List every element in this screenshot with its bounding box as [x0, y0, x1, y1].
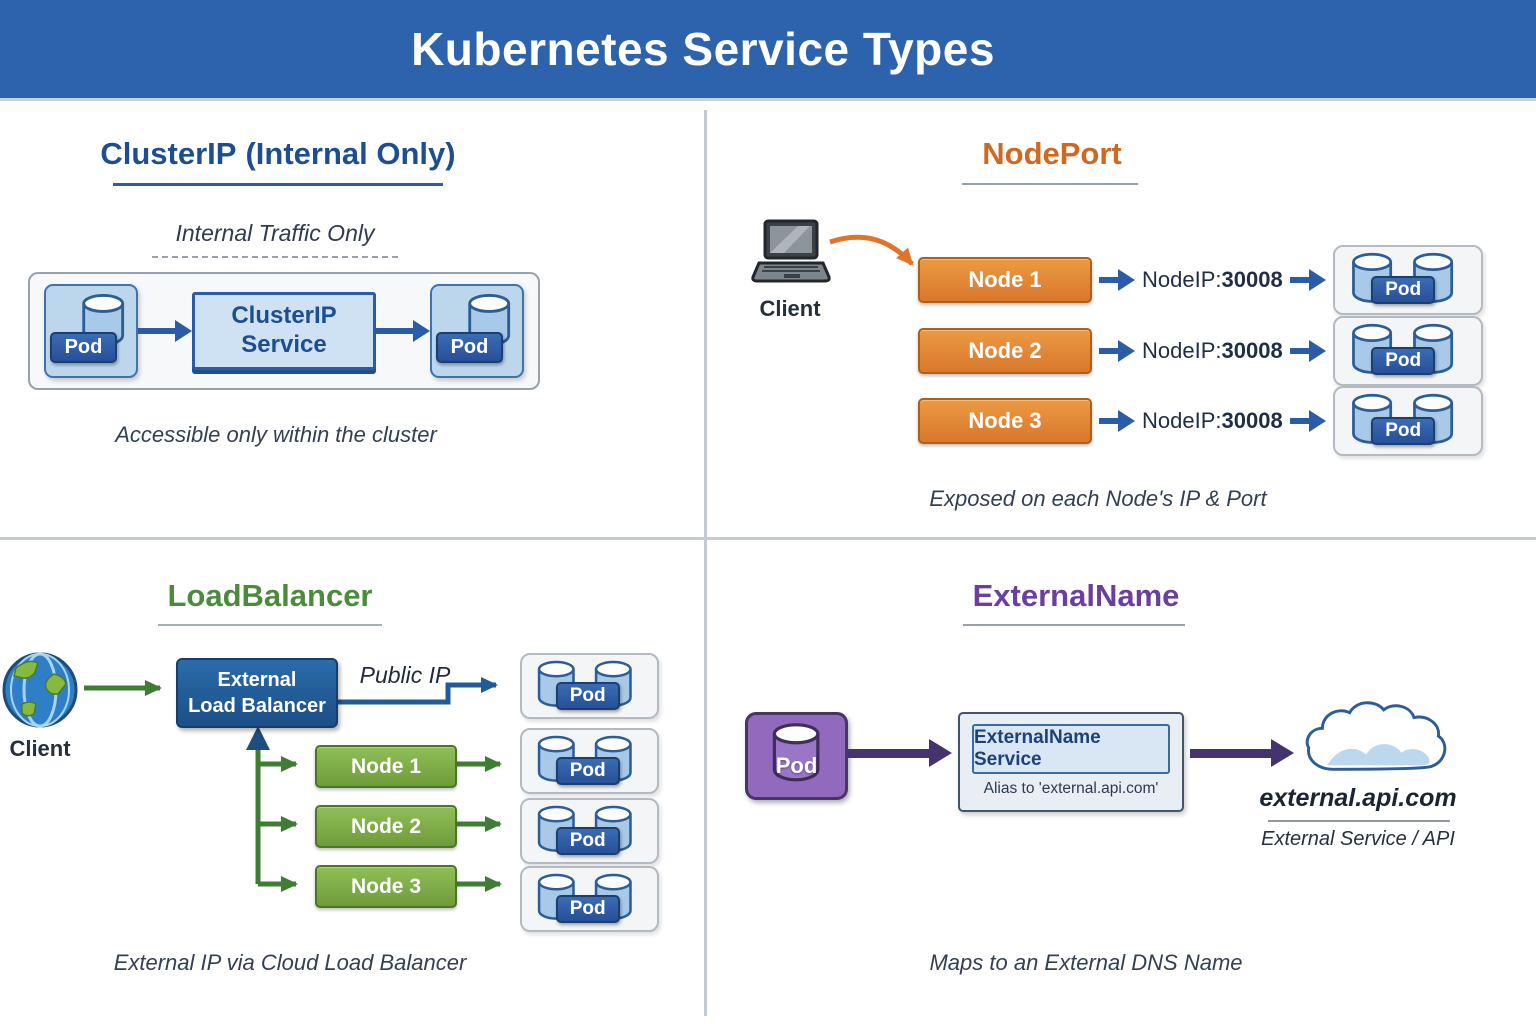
node-box: Node 1 — [918, 257, 1092, 303]
nodeport-caption: Exposed on each Node's IP & Port — [929, 486, 1267, 511]
externalname-title: ExternalName — [972, 578, 1180, 613]
database-cylinder-icon — [773, 722, 820, 782]
arrow-node-to-ip — [1099, 339, 1135, 363]
external-load-balancer-box: External Load Balancer — [176, 658, 338, 728]
pod-group: Pod — [520, 728, 659, 794]
externalname-caption: Maps to an External DNS Name — [929, 950, 1243, 975]
nodeip-port-label: NodeIP:30008 — [1142, 267, 1283, 293]
nodeport-row: Node 1 NodeIP:30008 Pod — [918, 245, 1484, 315]
arrow-externalname-to-cloud — [1190, 738, 1294, 768]
elb-label-line2: Load Balancer — [188, 695, 326, 717]
nodeip-port-label: NodeIP:30008 — [1142, 338, 1283, 364]
node-box: Node 2 — [918, 328, 1092, 374]
loadbalancer-title: LoadBalancer — [167, 578, 373, 613]
nodeport-title: NodePort — [982, 136, 1122, 171]
nodeip-text: NodeIP: — [1142, 267, 1222, 292]
pod-badge: Pod — [555, 682, 620, 711]
arrow-pod-to-externalname — [848, 738, 952, 768]
pod-badge: Pod — [49, 332, 118, 364]
horizontal-divider — [0, 537, 1536, 540]
nodeport-client-label: Client — [759, 296, 821, 321]
pod-group: Pod — [1332, 245, 1483, 315]
pod-icon-purple: Pod — [745, 712, 848, 800]
pod-badge: Pod — [1371, 276, 1436, 305]
nodeport-title-underline — [962, 183, 1138, 185]
public-ip-label: Public IP — [359, 662, 451, 688]
clusterip-title-sub: (Internal Only) — [245, 136, 456, 171]
arrow-ip-to-pod — [1289, 339, 1326, 363]
pod-badge: Pod — [555, 757, 620, 786]
cloud-icon — [1305, 701, 1447, 771]
arrow-up-into-lb — [246, 726, 270, 750]
nodeport-row: Node 3 NodeIP:30008 Pod — [918, 386, 1484, 456]
port-number: 30008 — [1221, 267, 1283, 292]
loadbalancer-title-underline — [158, 624, 382, 626]
pod-label: Pod — [775, 752, 818, 778]
externalname-service-title: ExternalName Service — [972, 724, 1170, 774]
loadbalancer-caption: External IP via Cloud Load Balancer — [113, 950, 467, 975]
nodeip-port-label: NodeIP:30008 — [1142, 408, 1283, 434]
clusterip-title: ClusterIP(Internal Only) — [0, 136, 556, 172]
header-banner: Kubernetes Service Types — [0, 0, 1536, 101]
loadbalancer-client-label: Client — [9, 736, 71, 761]
pod-icon: Pod — [430, 284, 524, 378]
externalname-title-underline — [963, 624, 1185, 626]
elb-label-line1: External — [217, 669, 297, 691]
port-number: 30008 — [1221, 338, 1283, 363]
nodeport-row: Node 2 NodeIP:30008 Pod — [918, 316, 1484, 386]
curved-arrow-client-to-node — [829, 234, 914, 266]
node-box: Node 3 — [918, 398, 1092, 444]
arrow-ip-to-pod — [1289, 409, 1326, 433]
external-dns-name: external.api.com — [1259, 784, 1457, 812]
pod-group: Pod — [520, 798, 659, 864]
globe-icon — [2, 652, 78, 728]
pod-icon: Pod — [44, 284, 138, 378]
dns-underline — [1268, 820, 1450, 822]
pod-group: Pod — [1332, 316, 1483, 386]
nodeip-text: NodeIP: — [1142, 408, 1222, 433]
clusterip-service-label-line2: Service — [241, 331, 327, 358]
arrow-service-to-pod — [376, 319, 430, 343]
clusterip-title-underline — [113, 183, 443, 186]
pod-group: Pod — [520, 866, 659, 932]
node-box: Node 2 — [315, 805, 457, 848]
laptop-icon — [751, 219, 831, 283]
arrow-ip-to-pod — [1289, 268, 1326, 292]
externalname-service-box: ExternalName Service Alias to 'external.… — [958, 712, 1184, 812]
clusterip-caption: Accessible only within the cluster — [115, 422, 437, 447]
clusterip-service-label-line1: ClusterIP — [231, 302, 337, 330]
pod-badge: Pod — [555, 827, 620, 856]
clusterip-service-box: ClusterIP Service — [192, 292, 376, 370]
cluster-boundary-box: Pod ClusterIP Service Pod — [28, 272, 540, 390]
pod-badge: Pod — [555, 895, 620, 924]
pod-group: Pod — [520, 653, 659, 719]
node-box: Node 1 — [315, 745, 457, 788]
nodeip-text: NodeIP: — [1142, 338, 1222, 363]
pod-badge: Pod — [1371, 417, 1436, 446]
node-box: Node 3 — [315, 865, 457, 908]
arrow-node-to-ip — [1099, 409, 1135, 433]
pod-badge: Pod — [435, 332, 504, 364]
pod-group: Pod — [1332, 386, 1483, 456]
port-number: 30008 — [1221, 408, 1283, 433]
externalname-alias-label: Alias to 'external.api.com' — [983, 780, 1159, 797]
internal-traffic-dashed-line — [152, 256, 398, 258]
arrow-node-to-ip — [1099, 268, 1135, 292]
internal-traffic-label: Internal Traffic Only — [175, 220, 375, 246]
clusterip-title-main: ClusterIP — [100, 136, 237, 171]
vertical-divider — [704, 110, 707, 1016]
arrow-pod-to-service — [138, 319, 192, 343]
pod-badge: Pod — [1371, 347, 1436, 376]
external-service-api-label: External Service / API — [1261, 828, 1455, 850]
page-title: Kubernetes Service Types — [411, 23, 995, 75]
